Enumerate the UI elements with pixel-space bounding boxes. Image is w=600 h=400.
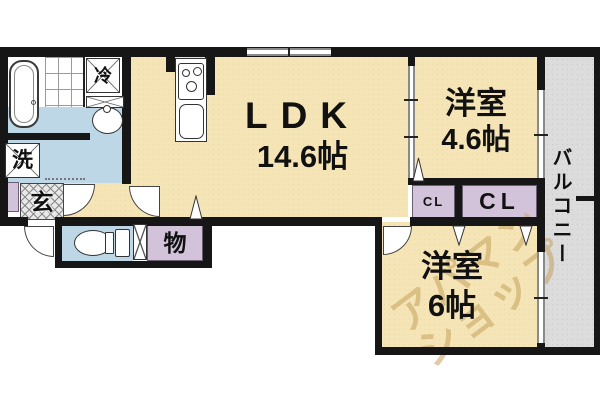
refrigerator-text: 冷 (94, 65, 112, 86)
laundry-label: 洗 (5, 143, 40, 178)
entrance-text: 玄 (30, 188, 54, 215)
west1-name: 洋室 (445, 85, 507, 121)
wall (203, 217, 212, 268)
wall (594, 47, 600, 355)
west-room-2-floor (382, 222, 537, 347)
balcony-divider (576, 196, 600, 201)
wall (408, 47, 415, 66)
entrance-step-line (45, 178, 85, 181)
wall (375, 217, 382, 355)
wall (122, 57, 131, 184)
wall (537, 178, 545, 226)
wall (375, 347, 600, 355)
wall (203, 217, 382, 226)
west2-size: 6帖 (427, 288, 477, 323)
pipe-space-x (133, 224, 147, 260)
laundry-box (5, 143, 40, 178)
wall (537, 226, 545, 252)
storage-text: 物 (163, 229, 187, 256)
storage-floor (147, 222, 203, 261)
wall (205, 47, 215, 95)
refrigerator-box (86, 58, 120, 93)
toilet-tank (115, 229, 130, 257)
west-room-1-label: 洋室 4.6帖 (415, 72, 537, 170)
west-room-1-floor (415, 57, 537, 182)
ldk-size: 14.6帖 (256, 138, 349, 174)
stove-icon (178, 63, 204, 100)
wall (55, 217, 62, 268)
west2-name: 洋室 (421, 249, 483, 284)
storage-label: 物 (147, 226, 203, 260)
door-mark (519, 225, 533, 246)
slider-tick (404, 99, 418, 101)
wall (166, 47, 175, 72)
wall (0, 217, 28, 226)
west-room-2-label: 洋室 6帖 (382, 238, 522, 334)
window-tick (534, 297, 548, 299)
west1-size: 4.6帖 (441, 123, 511, 156)
door-mark (189, 195, 203, 220)
wall (455, 185, 462, 218)
closet-small-label: CL (412, 185, 455, 218)
window-mullion (288, 47, 290, 57)
door-mark (412, 157, 425, 182)
balcony-label: バルコニー (546, 122, 574, 292)
door-mark (452, 225, 466, 246)
closet-large-label: CL (462, 185, 537, 218)
wall (55, 261, 210, 268)
closet-large-text: CL (479, 188, 520, 214)
wall (537, 47, 545, 90)
balcony-text: バルコニー (549, 147, 571, 267)
wall (408, 178, 538, 185)
closet-small-text: CL (422, 194, 445, 209)
slider-tick (404, 136, 418, 138)
entrance-floor (20, 183, 64, 220)
toilet-seat (105, 232, 114, 254)
sink-icon (179, 104, 204, 139)
wall (410, 217, 537, 226)
refrigerator-label: 冷 (86, 58, 120, 93)
wall (55, 217, 203, 226)
washbasin-faucet (103, 105, 111, 113)
ldk-label: LDK 14.6帖 (205, 92, 400, 176)
wall (0, 133, 90, 140)
entrance-label: 玄 (20, 185, 64, 219)
window-tick (534, 134, 548, 136)
balcony-floor (545, 57, 594, 347)
ldk-name: LDK (244, 94, 361, 136)
laundry-text: 洗 (12, 149, 33, 172)
entrance-door-arc (24, 226, 54, 257)
closet-small-floor (412, 185, 455, 218)
wall (537, 343, 545, 355)
bathtub-icon (9, 60, 39, 128)
sliding-door-ldk-west1 (408, 66, 415, 178)
